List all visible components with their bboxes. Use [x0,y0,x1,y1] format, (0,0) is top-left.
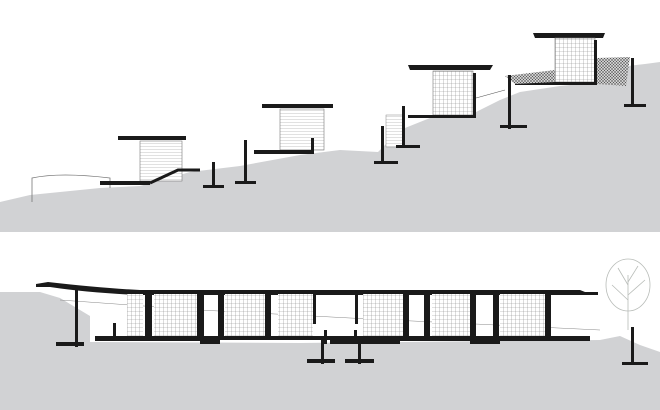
footing [345,359,374,363]
pavilion-3-guy-line [475,89,506,99]
retaining-wall [631,58,634,107]
pier [358,340,361,364]
top-section [0,33,660,232]
pavilion-3-side-wall [473,73,476,117]
footing [396,145,420,148]
pavilion-4-roof [533,33,605,38]
pier [321,340,324,364]
footing [56,342,84,346]
column [493,292,499,338]
column [218,292,224,338]
pavilion-3-floor [408,115,476,118]
glazing-panel [363,294,403,336]
retaining-wall [212,162,215,188]
glazing-panel [225,294,265,336]
footing [203,185,224,188]
stone-fill-left [505,70,555,84]
left-wall [113,323,116,339]
retaining-wall [508,75,511,129]
hillside-ground [0,62,660,232]
pavilion-4-side-wall [594,40,597,84]
pavilion-3-roof [408,65,493,70]
tree-icon [605,258,651,330]
retaining-wall [402,106,405,147]
pavilion-1-floor [100,181,150,185]
glazing-panel [154,294,197,336]
stair-well-wall [324,330,327,344]
footing [374,161,398,164]
footing [307,359,335,363]
columns [113,292,551,344]
footing [624,104,646,107]
column [265,292,271,338]
glazing-panel [500,294,545,336]
column [403,292,409,338]
footing [500,125,527,128]
pavilion-4-wall [554,37,596,83]
glazing-panel [432,294,470,336]
column [470,292,476,338]
bottom-section [0,258,660,410]
stone-fill-right [597,57,630,86]
glazing-panel [278,294,313,336]
retaining-wall [244,140,247,184]
pavilion-4-floor [515,82,597,85]
glazing-panel [127,294,143,336]
pavilion-2-post [311,138,314,154]
glazing-panels [127,294,545,336]
pavilion-2-roof [262,104,333,108]
column [545,292,551,338]
pavilion-2-wall [279,108,325,151]
retaining-walls-top [203,58,646,188]
footing [235,181,256,184]
retaining-wall [631,327,634,365]
stair-well-wall [354,330,357,344]
pavilion-1-wall [139,140,183,182]
column [424,292,430,338]
pavilion-2-floor [254,150,314,154]
stair-treads [385,114,405,148]
footings-bottom [56,289,648,365]
footing [622,362,648,365]
retaining-wall [381,126,384,164]
column [313,292,316,324]
pavilion-3-wall [432,70,474,116]
ground [0,292,660,410]
pavilion-1-roof [118,136,186,140]
retaining-wall [75,289,78,347]
column [145,292,152,338]
pavilion-1-ramp [149,168,200,185]
column [197,292,204,338]
roof-slab [36,282,598,295]
tank-outline [31,174,111,202]
column [355,292,358,324]
